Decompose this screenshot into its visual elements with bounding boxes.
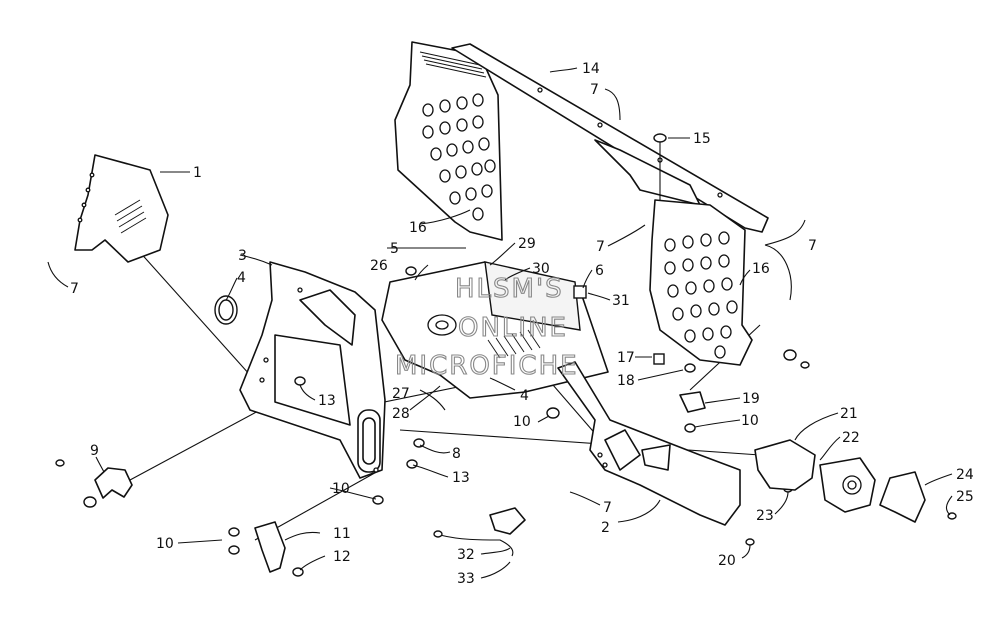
callout-13b: 13 (452, 470, 470, 486)
callout-19: 19 (742, 391, 760, 407)
callout-29: 29 (518, 236, 536, 252)
watermark-line-1: HLSM'S (455, 274, 564, 304)
callout-10a: 10 (156, 536, 174, 552)
callout-16b: 16 (752, 261, 770, 277)
callout-20: 20 (718, 553, 736, 569)
callout-22: 22 (842, 430, 860, 446)
part-housing (819, 457, 876, 513)
callout-1: 1 (193, 165, 202, 181)
part-wire-harness (433, 507, 526, 557)
part-motor-mount (754, 439, 816, 491)
callout-26: 26 (370, 258, 388, 274)
skid-plate-holes-right (664, 231, 738, 359)
callout-8: 8 (452, 446, 461, 462)
callout-31: 31 (612, 293, 630, 309)
callout-24: 24 (956, 467, 974, 483)
callout-15: 15 (693, 131, 711, 147)
callout-4b: 4 (520, 388, 529, 404)
part-front-shield (74, 154, 169, 263)
part-clip-bracket (679, 391, 706, 413)
callout-labels: 1 2 3 4 4 5 6 7 7 7 7 7 8 9 10 10 10 10 … (70, 61, 974, 587)
callout-23: 23 (756, 508, 774, 524)
callout-3: 3 (238, 248, 247, 264)
callout-13a: 13 (318, 393, 336, 409)
callout-7b: 7 (590, 82, 599, 98)
part-lower-frame (557, 361, 741, 526)
callout-21: 21 (840, 406, 858, 422)
part-cover-block (879, 471, 926, 523)
callout-2: 2 (601, 520, 610, 536)
part-ring-clip (214, 295, 238, 325)
part-u-bracket (94, 467, 133, 499)
callout-7a: 7 (70, 281, 79, 297)
callout-28: 28 (392, 406, 410, 422)
callout-leaders (47, 67, 953, 579)
part-skid-plate-left (394, 41, 503, 241)
callout-16a: 16 (409, 220, 427, 236)
callout-11: 11 (333, 526, 351, 542)
callout-18: 18 (617, 373, 635, 389)
part-skid-plate-right (649, 199, 753, 366)
part-small-bracket (254, 521, 286, 573)
callout-12: 12 (333, 549, 351, 565)
callout-33: 33 (457, 571, 475, 587)
callout-30: 30 (532, 261, 550, 277)
watermark-line-3: MICROFICHE (395, 351, 579, 381)
callout-9: 9 (90, 443, 99, 459)
callout-7e: 7 (603, 500, 612, 516)
skid-plate-holes-left (422, 93, 496, 221)
callout-7d: 7 (808, 238, 817, 254)
pan-wiring (487, 329, 541, 359)
callout-25: 25 (956, 489, 974, 505)
callout-10b: 10 (332, 481, 350, 497)
callout-10c: 10 (513, 414, 531, 430)
callout-27: 27 (392, 386, 410, 402)
callout-4a: 4 (237, 270, 246, 286)
callout-14: 14 (582, 61, 600, 77)
watermark: HLSM'S ONLINE MICROFICHE (394, 273, 579, 381)
callout-10d: 10 (741, 413, 759, 429)
part-side-frame-plate (239, 261, 386, 479)
callout-7c: 7 (596, 239, 605, 255)
watermark-line-2: ONLINE (458, 313, 568, 343)
callout-32: 32 (457, 547, 475, 563)
part-rail (451, 43, 769, 233)
callout-6: 6 (595, 263, 604, 279)
part-center-pan (381, 261, 609, 399)
callout-5: 5 (390, 241, 399, 257)
callout-17: 17 (617, 350, 635, 366)
